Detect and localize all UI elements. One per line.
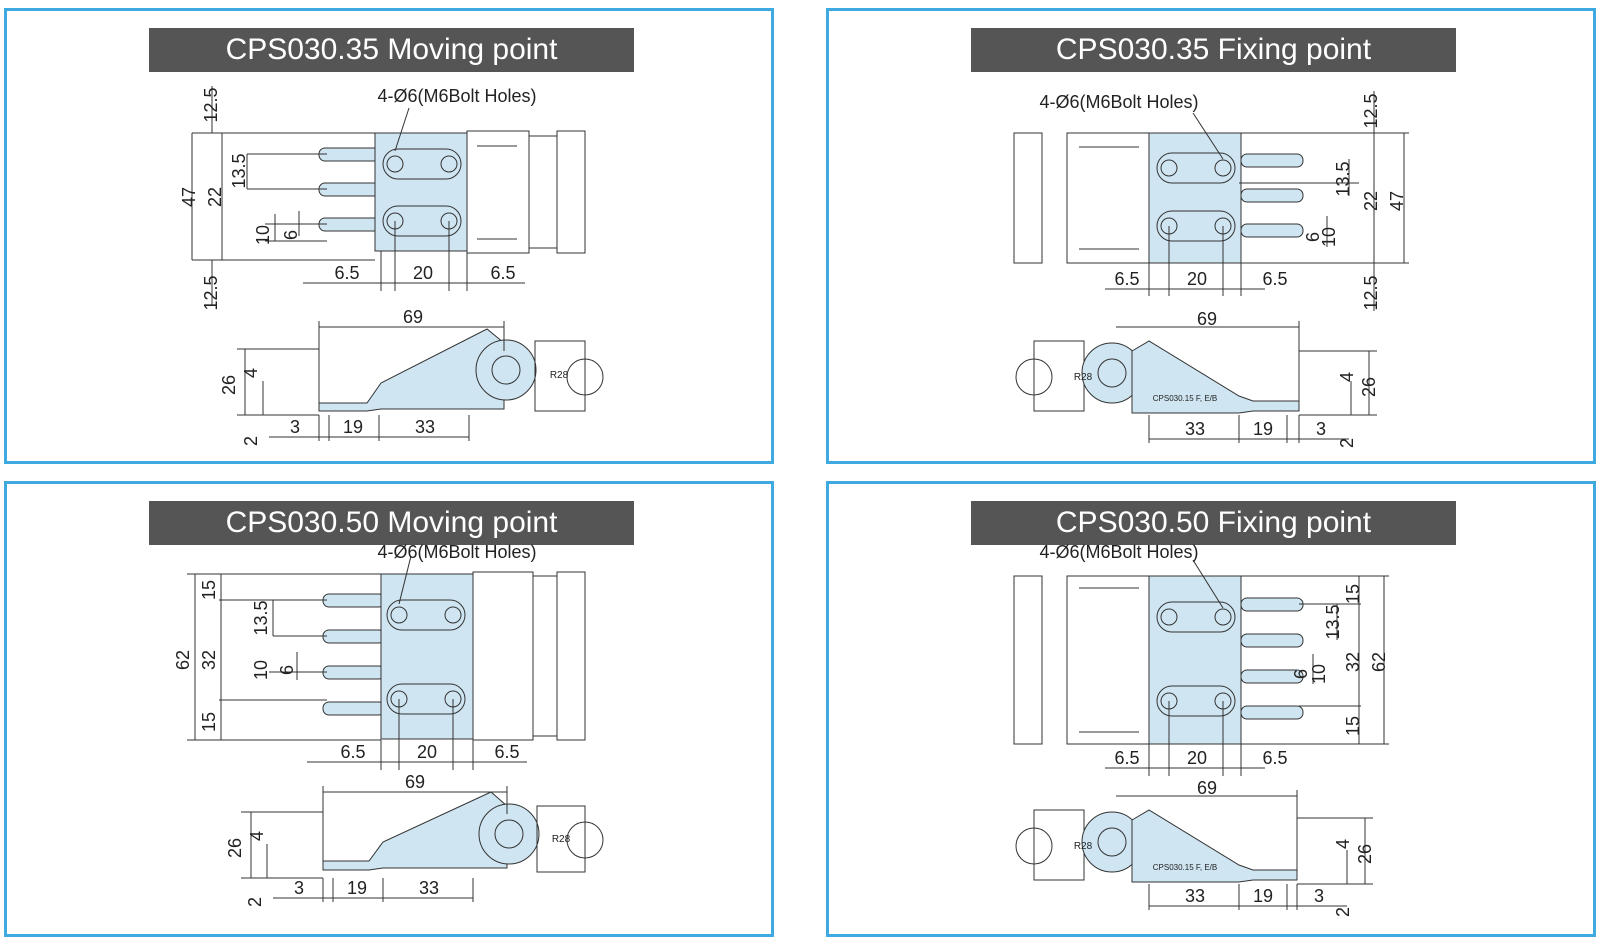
svg-text:13.5: 13.5 bbox=[229, 153, 249, 188]
svg-text:47: 47 bbox=[1387, 191, 1407, 211]
svg-text:22: 22 bbox=[205, 187, 225, 207]
svg-text:4: 4 bbox=[1333, 839, 1353, 849]
svg-text:R28: R28 bbox=[1074, 841, 1093, 852]
svg-text:2: 2 bbox=[241, 436, 261, 446]
svg-text:6.5: 6.5 bbox=[1114, 269, 1139, 289]
svg-text:CPS030.15 F, E/B: CPS030.15 F, E/B bbox=[1153, 863, 1217, 872]
svg-text:15: 15 bbox=[199, 580, 219, 600]
svg-text:6: 6 bbox=[1291, 669, 1311, 679]
panel-title: CPS030.35 Fixing point bbox=[971, 28, 1456, 72]
svg-text:4: 4 bbox=[241, 368, 261, 378]
svg-text:13.5: 13.5 bbox=[1323, 604, 1343, 639]
svg-text:2: 2 bbox=[1337, 438, 1357, 448]
svg-text:20: 20 bbox=[413, 263, 433, 283]
svg-text:33: 33 bbox=[415, 417, 435, 437]
svg-text:12.5: 12.5 bbox=[201, 275, 221, 310]
svg-text:13.5: 13.5 bbox=[251, 600, 271, 635]
svg-text:15: 15 bbox=[1343, 584, 1363, 604]
svg-text:20: 20 bbox=[1187, 269, 1207, 289]
svg-text:19: 19 bbox=[347, 878, 367, 898]
technical-drawing: 4-Ø6(M6Bolt Holes) 15 62 32 13.5 10 6 15… bbox=[173, 542, 604, 907]
svg-text:19: 19 bbox=[1253, 886, 1273, 906]
svg-text:13.5: 13.5 bbox=[1333, 161, 1353, 196]
panel-title: CPS030.35 Moving point bbox=[149, 28, 634, 72]
svg-text:6.5: 6.5 bbox=[1114, 748, 1139, 768]
svg-text:69: 69 bbox=[403, 307, 423, 327]
hole-callout: 4-Ø6(M6Bolt Holes) bbox=[1039, 92, 1198, 112]
svg-text:20: 20 bbox=[417, 742, 437, 762]
technical-drawing: 4-Ø6(M6Bolt Holes) 12.5 47 22 13.5 10 6 … bbox=[179, 86, 604, 446]
svg-text:6.5: 6.5 bbox=[340, 742, 365, 762]
svg-text:26: 26 bbox=[225, 838, 245, 858]
svg-text:69: 69 bbox=[405, 772, 425, 792]
svg-text:6: 6 bbox=[1303, 232, 1323, 242]
svg-text:4: 4 bbox=[1337, 372, 1357, 382]
panel-35-fixing: CPS030.35 Fixing point bbox=[826, 8, 1596, 464]
svg-text:62: 62 bbox=[173, 650, 193, 670]
svg-text:6.5: 6.5 bbox=[1262, 748, 1287, 768]
svg-text:33: 33 bbox=[1185, 886, 1205, 906]
svg-text:12.5: 12.5 bbox=[1361, 275, 1381, 310]
svg-text:10: 10 bbox=[251, 660, 271, 680]
svg-text:3: 3 bbox=[294, 878, 304, 898]
svg-text:6.5: 6.5 bbox=[490, 263, 515, 283]
svg-text:12.5: 12.5 bbox=[1361, 93, 1381, 128]
svg-text:26: 26 bbox=[1359, 377, 1379, 397]
svg-text:6.5: 6.5 bbox=[494, 742, 519, 762]
svg-text:2: 2 bbox=[1333, 907, 1353, 917]
svg-text:15: 15 bbox=[199, 712, 219, 732]
hole-callout: 4-Ø6(M6Bolt Holes) bbox=[377, 542, 536, 562]
svg-text:47: 47 bbox=[179, 187, 199, 207]
svg-text:32: 32 bbox=[1343, 652, 1363, 672]
svg-text:10: 10 bbox=[1319, 227, 1339, 247]
hole-callout: 4-Ø6(M6Bolt Holes) bbox=[377, 86, 536, 106]
panel-35-moving: CPS030.35 Moving point bbox=[4, 8, 774, 464]
svg-text:19: 19 bbox=[1253, 419, 1273, 439]
svg-text:R28: R28 bbox=[1074, 372, 1093, 383]
svg-text:19: 19 bbox=[343, 417, 363, 437]
svg-text:26: 26 bbox=[219, 375, 239, 395]
svg-text:22: 22 bbox=[1361, 191, 1381, 211]
svg-text:R28: R28 bbox=[552, 834, 571, 845]
svg-text:69: 69 bbox=[1197, 309, 1217, 329]
technical-drawing: 4-Ø6(M6Bolt Holes) 12.5 13.5 22 47 6 10 … bbox=[1013, 91, 1409, 448]
panel-50-moving: CPS030.50 Moving point bbox=[4, 481, 774, 937]
svg-text:2: 2 bbox=[245, 897, 265, 907]
panel-title: CPS030.50 Fixing point bbox=[971, 501, 1456, 545]
svg-text:3: 3 bbox=[1314, 886, 1324, 906]
svg-text:33: 33 bbox=[1185, 419, 1205, 439]
svg-text:6: 6 bbox=[281, 230, 301, 240]
svg-text:6: 6 bbox=[277, 665, 297, 675]
svg-text:69: 69 bbox=[1197, 778, 1217, 798]
svg-text:3: 3 bbox=[290, 417, 300, 437]
svg-text:6.5: 6.5 bbox=[334, 263, 359, 283]
svg-text:6.5: 6.5 bbox=[1262, 269, 1287, 289]
svg-text:33: 33 bbox=[419, 878, 439, 898]
svg-text:10: 10 bbox=[253, 225, 273, 245]
svg-text:12.5: 12.5 bbox=[201, 87, 221, 122]
svg-text:4: 4 bbox=[247, 831, 267, 841]
svg-text:62: 62 bbox=[1369, 652, 1389, 672]
svg-text:10: 10 bbox=[1309, 664, 1329, 684]
panel-title: CPS030.50 Moving point bbox=[149, 501, 634, 545]
svg-text:26: 26 bbox=[1355, 844, 1375, 864]
svg-text:R28: R28 bbox=[550, 370, 569, 381]
svg-text:15: 15 bbox=[1343, 716, 1363, 736]
svg-text:CPS030.15 F, E/B: CPS030.15 F, E/B bbox=[1153, 394, 1217, 403]
svg-text:3: 3 bbox=[1316, 419, 1326, 439]
hole-callout: 4-Ø6(M6Bolt Holes) bbox=[1039, 542, 1198, 562]
technical-drawing: 4-Ø6(M6Bolt Holes) 15 13.5 32 62 6 10 15… bbox=[1013, 542, 1389, 917]
svg-text:20: 20 bbox=[1187, 748, 1207, 768]
panel-50-fixing: CPS030.50 Fixing point bbox=[826, 481, 1596, 937]
svg-text:32: 32 bbox=[199, 650, 219, 670]
